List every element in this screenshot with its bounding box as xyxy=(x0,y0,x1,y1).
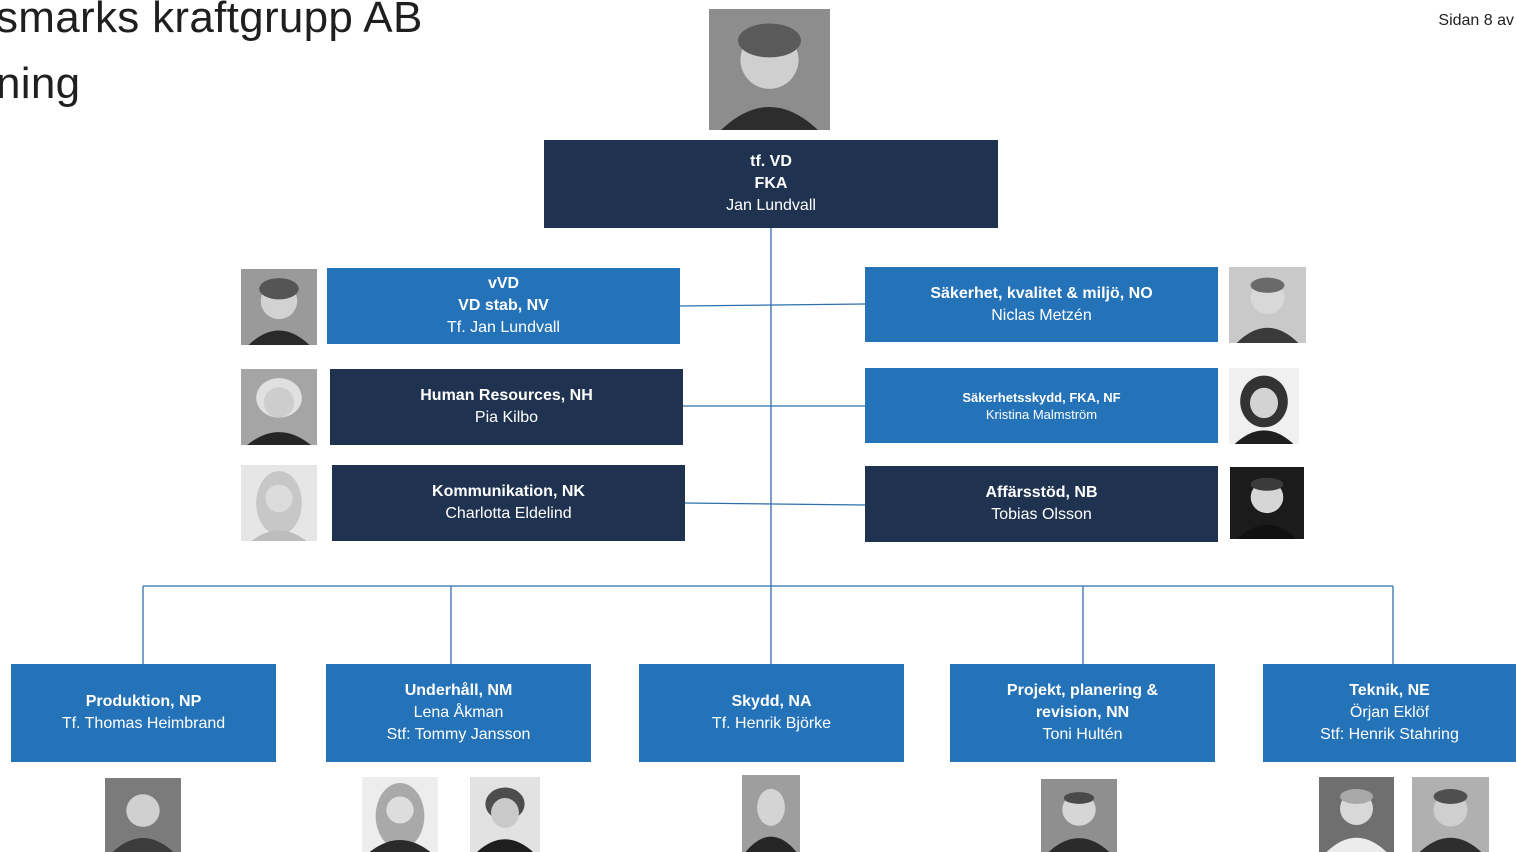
department-unit: Underhåll, NM xyxy=(404,682,513,699)
maintenance-head-photo xyxy=(362,777,438,852)
quality-name: Niclas Metzén xyxy=(991,306,1092,324)
protection-head-photo xyxy=(742,775,800,852)
vd-stab-name: Tf. Jan Lundvall xyxy=(447,319,560,336)
ceo-unit: FKA xyxy=(754,175,788,192)
vd-stab-box: vVD VD stab, NV Tf. Jan Lundvall xyxy=(327,268,680,344)
business-support-box: Affärsstöd, NB Tobias Olsson xyxy=(865,466,1218,542)
department-deputy: Stf: Tommy Jansson xyxy=(386,726,531,743)
business-support-unit: Affärsstöd, NB xyxy=(985,484,1098,501)
vd-stab-photo xyxy=(241,269,317,345)
production-head-photo xyxy=(105,778,181,852)
quality-unit: Säkerhet, kvalitet & miljö, NO xyxy=(930,284,1153,302)
page-title-line-2: ning xyxy=(0,59,81,108)
department-head: Örjan Eklöf xyxy=(1349,704,1430,721)
project-head-photo xyxy=(1041,779,1117,852)
department-box-maintenance: Underhåll, NM Lena Åkman Stf: Tommy Jans… xyxy=(326,664,591,762)
department-head: Toni Hultén xyxy=(1042,726,1123,743)
department-unit: Projekt, planering & revision, NN xyxy=(1006,682,1159,721)
page-title-line-1: smarks kraftgrupp AB xyxy=(0,0,423,42)
hr-box: Human Resources, NH Pia Kilbo xyxy=(330,369,683,445)
technology-head-photo xyxy=(1319,777,1394,852)
department-unit: Skydd, NA xyxy=(731,693,812,710)
technology-deputy-photo xyxy=(1412,777,1489,852)
communication-name: Charlotta Eldelind xyxy=(445,505,572,522)
communication-box: Kommunikation, NK Charlotta Eldelind xyxy=(332,465,685,541)
ceo-photo xyxy=(709,9,830,130)
department-unit: Produktion, NP xyxy=(85,693,202,710)
communication-photo xyxy=(241,465,317,541)
quality-photo xyxy=(1229,267,1306,343)
vd-stab-unit: VD stab, NV xyxy=(458,297,549,314)
department-unit: Teknik, NE xyxy=(1349,682,1430,699)
hr-name: Pia Kilbo xyxy=(474,409,539,426)
page-info: Sidan 8 av xyxy=(1438,0,1514,30)
quality-box: Säkerhet, kvalitet & miljö, NO Niclas Me… xyxy=(865,267,1218,342)
department-box-technology: Teknik, NE Örjan Eklöf Stf: Henrik Stahr… xyxy=(1263,664,1516,762)
department-box-project: Projekt, planering & revision, NN Toni H… xyxy=(950,664,1215,762)
vd-stab-title: vVD xyxy=(487,275,520,292)
department-head: Lena Åkman xyxy=(413,704,504,721)
department-head: Tf. Thomas Heimbrand xyxy=(61,715,226,732)
hr-unit: Human Resources, NH xyxy=(420,387,593,404)
department-deputy: Stf: Henrik Stahring xyxy=(1320,726,1459,743)
department-head: Tf. Henrik Björke xyxy=(711,715,832,732)
security-unit: Säkerhetsskydd, FKA, NF xyxy=(962,389,1121,405)
ceo-title: tf. VD xyxy=(750,153,792,170)
department-box-production: Produktion, NP Tf. Thomas Heimbrand xyxy=(11,664,276,762)
maintenance-deputy-photo xyxy=(470,777,540,852)
business-support-photo xyxy=(1230,467,1304,539)
communication-unit: Kommunikation, NK xyxy=(432,483,585,500)
ceo-box: tf. VD FKA Jan Lundvall xyxy=(544,140,998,228)
security-name: Kristina Malmström xyxy=(985,406,1098,422)
business-support-name: Tobias Olsson xyxy=(991,506,1092,523)
connector-vd-stab xyxy=(679,303,866,307)
page-number: Sidan 8 av xyxy=(1438,12,1514,29)
hr-photo xyxy=(241,369,317,445)
connector-communication xyxy=(684,502,866,506)
security-photo xyxy=(1229,368,1299,444)
department-box-protection: Skydd, NA Tf. Henrik Björke xyxy=(639,664,904,762)
ceo-name: Jan Lundvall xyxy=(726,197,816,214)
security-box: Säkerhetsskydd, FKA, NF Kristina Malmstr… xyxy=(865,368,1218,443)
